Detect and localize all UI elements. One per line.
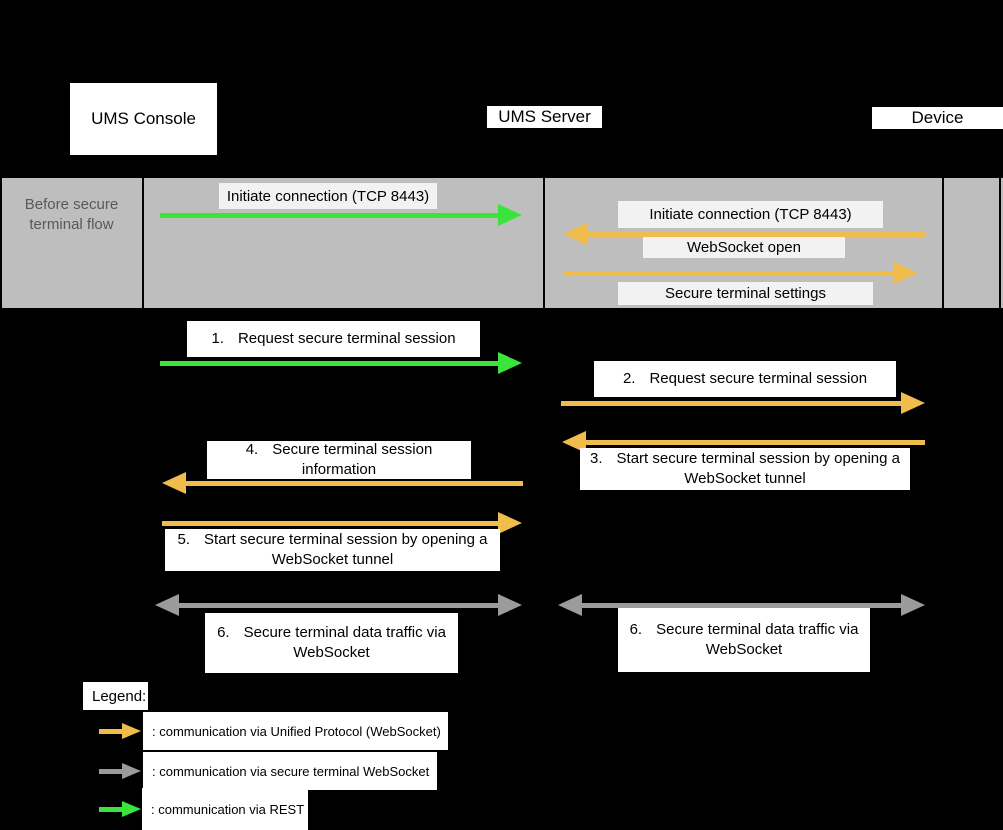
step-number: 2. — [622, 370, 636, 387]
step-text: Secure terminal data traffic via WebSock… — [656, 621, 859, 658]
step-text: Secure terminal data traffic via WebSock… — [243, 624, 446, 661]
legend-item-unified-protocol: : communication via Unified Protocol (We… — [143, 712, 448, 750]
band-left-border — [0, 178, 2, 308]
band-message-text: WebSocket open — [687, 239, 801, 256]
band-message-label: Initiate connection (TCP 8443) — [219, 183, 437, 209]
orange-left-arrow — [562, 429, 925, 455]
legend-title: Legend: — [83, 682, 148, 710]
orange-right-arrow — [563, 260, 918, 286]
band-message-label: WebSocket open — [643, 237, 845, 258]
arrowhead-right-icon — [498, 594, 522, 616]
arrow-shaft — [186, 480, 523, 486]
arrow-shaft — [563, 270, 894, 276]
arrowhead-right-icon — [498, 204, 522, 226]
arrow-shaft — [99, 768, 122, 774]
legend-item-secure-terminal: : communication via secure terminal WebS… — [143, 752, 437, 790]
step-number: 4. — [245, 441, 259, 458]
arrow-shaft — [561, 400, 901, 406]
actor-device-label: Device — [911, 108, 964, 127]
arrow-shaft — [582, 602, 901, 608]
step-3-label: 3. Start secure terminal session by openi… — [580, 448, 910, 490]
arrowhead-right-icon — [894, 262, 918, 284]
legend-gray-arrow-icon — [99, 763, 141, 779]
step-2-label: 2. Request secure terminal session — [594, 361, 896, 397]
legend-item-text: : communication via REST — [151, 801, 305, 817]
step-6-right-label: 6. Secure terminal data traffic via WebSo… — [618, 608, 870, 672]
step-number: 6. — [629, 621, 643, 638]
band-message-text: Initiate connection (TCP 8443) — [649, 206, 852, 223]
legend-item-text: : communication via secure terminal WebS… — [152, 763, 430, 779]
arrowhead-left-icon — [563, 223, 587, 245]
lifeline-device — [942, 178, 944, 308]
step-5-label: 5. Start secure terminal session by openi… — [165, 529, 500, 571]
step-text: Start secure terminal session by opening… — [616, 450, 900, 487]
arrow-shaft — [586, 439, 925, 445]
step-number: 5. — [177, 531, 191, 548]
arrow-shaft — [179, 602, 498, 608]
arrow-shaft — [99, 806, 122, 812]
actor-ums-server-label: UMS Server — [498, 107, 591, 126]
green-right-arrow — [160, 350, 522, 376]
legend-item-text: : communication via Unified Protocol (We… — [152, 723, 441, 739]
actor-device: Device — [872, 107, 1003, 129]
legend-green-arrow-icon — [99, 801, 141, 817]
step-text: Request secure terminal session — [649, 370, 868, 387]
lifeline-ums-server — [543, 178, 545, 308]
arrowhead-left-icon — [562, 431, 586, 453]
arrowhead-right-icon — [901, 392, 925, 414]
arrowhead-right-icon — [498, 512, 522, 534]
arrow-shaft — [160, 360, 498, 366]
green-right-arrow — [160, 202, 522, 228]
arrow-shaft — [99, 728, 122, 734]
lifeline-ums-console — [142, 178, 144, 308]
step-text: Start secure terminal session by opening… — [204, 531, 488, 568]
arrowhead-left-icon — [155, 594, 179, 616]
gray-double-arrow — [155, 592, 522, 618]
arrowhead-right-icon — [122, 763, 141, 779]
orange-right-arrow — [162, 510, 522, 536]
step-4-label: 4. Secure terminal session information — [207, 441, 471, 479]
step-number: 6. — [217, 624, 230, 641]
arrowhead-right-icon — [122, 801, 141, 817]
orange-left-arrow — [162, 470, 523, 496]
arrow-shaft — [162, 520, 498, 526]
legend-item-rest: : communication via REST — [142, 788, 308, 830]
arrowhead-right-icon — [498, 352, 522, 374]
actor-ums-server: UMS Server — [487, 106, 602, 128]
band-message-label: Initiate connection (TCP 8443) — [618, 201, 883, 228]
actor-ums-console-label: UMS Console — [91, 109, 196, 128]
step-6-left-label: 6. Secure terminal data traffic via WebSo… — [205, 613, 458, 673]
band-message-text: Initiate connection (TCP 8443) — [226, 187, 430, 205]
actor-ums-console: UMS Console — [70, 83, 217, 155]
step-text: Request secure terminal session — [237, 330, 456, 347]
arrowhead-left-icon — [558, 594, 582, 616]
arrowhead-right-icon — [122, 723, 141, 739]
arrowhead-left-icon — [162, 472, 186, 494]
band-message-label: Secure terminal settings — [618, 282, 873, 305]
arrow-shaft — [587, 231, 925, 237]
gray-double-arrow — [558, 592, 925, 618]
arrow-shaft — [160, 212, 498, 218]
arrowhead-right-icon — [901, 594, 925, 616]
band-side-label: Before secure terminal flow — [24, 196, 119, 233]
orange-right-arrow — [561, 390, 925, 416]
step-text: Secure terminal session information — [272, 441, 433, 478]
step-number: 3. — [590, 450, 603, 467]
band-right-border — [999, 178, 1001, 308]
legend-orange-arrow-icon — [99, 723, 141, 739]
orange-left-arrow — [563, 221, 925, 247]
step-1-label: 1. Request secure terminal session — [187, 321, 480, 357]
step-number: 1. — [211, 330, 224, 347]
legend-title-text: Legend: — [92, 687, 147, 705]
band-message-text: Secure terminal settings — [665, 285, 826, 302]
